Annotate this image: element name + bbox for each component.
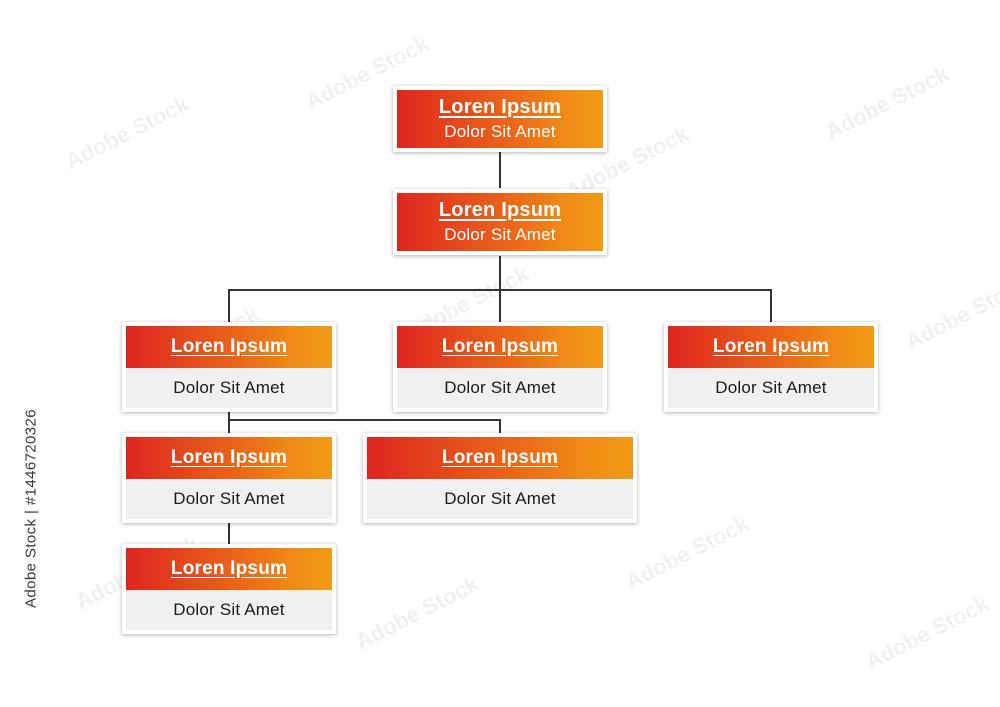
node-title: Loren Ipsum xyxy=(441,336,559,357)
org-node-n6[interactable]: Loren Ipsum Dolor Sit Amet xyxy=(122,433,336,523)
node-gradient-panel: Loren Ipsum Dolor Sit Amet xyxy=(397,193,603,251)
node-subtitle: Dolor Sit Amet xyxy=(715,378,827,397)
node-title: Loren Ipsum xyxy=(170,558,288,579)
org-node-n2[interactable]: Loren Ipsum Dolor Sit Amet xyxy=(393,189,607,255)
node-gradient-panel: Loren Ipsum Dolor Sit Amet xyxy=(397,90,603,148)
node-body-panel: Dolor Sit Amet xyxy=(367,479,633,519)
connector-bus-level4 xyxy=(228,419,501,421)
node-title: Loren Ipsum xyxy=(441,447,559,468)
connector-bus-n6 xyxy=(228,419,230,433)
connector-n2-bus xyxy=(499,256,501,290)
node-gradient-panel: Loren Ipsum xyxy=(397,326,603,368)
connector-bus-n5 xyxy=(770,289,772,322)
org-node-n8[interactable]: Loren Ipsum Dolor Sit Amet xyxy=(122,544,336,634)
connector-n6-n8 xyxy=(228,515,230,544)
connector-bus-n7 xyxy=(499,419,501,433)
connector-bus-n3 xyxy=(228,289,230,322)
connector-n3-bus xyxy=(228,404,230,420)
stock-watermark-tile: Adobe Stock xyxy=(901,270,1000,355)
node-body-panel: Dolor Sit Amet xyxy=(126,590,332,630)
node-title: Loren Ipsum xyxy=(170,336,288,357)
node-subtitle: Dolor Sit Amet xyxy=(444,225,556,244)
org-node-n7[interactable]: Loren Ipsum Dolor Sit Amet xyxy=(363,433,637,523)
node-gradient-panel: Loren Ipsum xyxy=(367,437,633,479)
stock-watermark-tile: Adobe Stock xyxy=(351,570,483,655)
stock-id-watermark: Adobe Stock | #1446720326 xyxy=(22,408,40,609)
node-title: Loren Ipsum xyxy=(438,199,562,221)
node-gradient-panel: Loren Ipsum xyxy=(126,548,332,590)
node-subtitle: Dolor Sit Amet xyxy=(444,489,556,508)
stock-watermark-tile: Adobe Stock xyxy=(821,60,953,145)
node-body-panel: Dolor Sit Amet xyxy=(126,479,332,519)
node-subtitle: Dolor Sit Amet xyxy=(444,122,556,141)
node-gradient-panel: Loren Ipsum xyxy=(126,326,332,368)
node-title: Loren Ipsum xyxy=(712,336,830,357)
stock-watermark-tile: Adobe Stock xyxy=(861,590,993,675)
org-node-n1[interactable]: Loren Ipsum Dolor Sit Amet xyxy=(393,86,607,152)
org-node-n5[interactable]: Loren Ipsum Dolor Sit Amet xyxy=(664,322,878,412)
node-body-panel: Dolor Sit Amet xyxy=(126,368,332,408)
node-title: Loren Ipsum xyxy=(438,96,562,118)
org-node-n3[interactable]: Loren Ipsum Dolor Sit Amet xyxy=(122,322,336,412)
node-subtitle: Dolor Sit Amet xyxy=(173,600,285,619)
stock-watermark-tile: Adobe Stock xyxy=(621,510,753,595)
node-subtitle: Dolor Sit Amet xyxy=(444,378,556,397)
connector-n1-n2 xyxy=(499,152,501,188)
node-gradient-panel: Loren Ipsum xyxy=(126,437,332,479)
node-title: Loren Ipsum xyxy=(170,447,288,468)
stock-watermark-tile: Adobe Stock xyxy=(61,90,193,175)
org-node-n4[interactable]: Loren Ipsum Dolor Sit Amet xyxy=(393,322,607,412)
node-gradient-panel: Loren Ipsum xyxy=(668,326,874,368)
node-subtitle: Dolor Sit Amet xyxy=(173,489,285,508)
connector-bus-n4 xyxy=(499,289,501,322)
node-body-panel: Dolor Sit Amet xyxy=(397,368,603,408)
node-body-panel: Dolor Sit Amet xyxy=(668,368,874,408)
node-subtitle: Dolor Sit Amet xyxy=(173,378,285,397)
